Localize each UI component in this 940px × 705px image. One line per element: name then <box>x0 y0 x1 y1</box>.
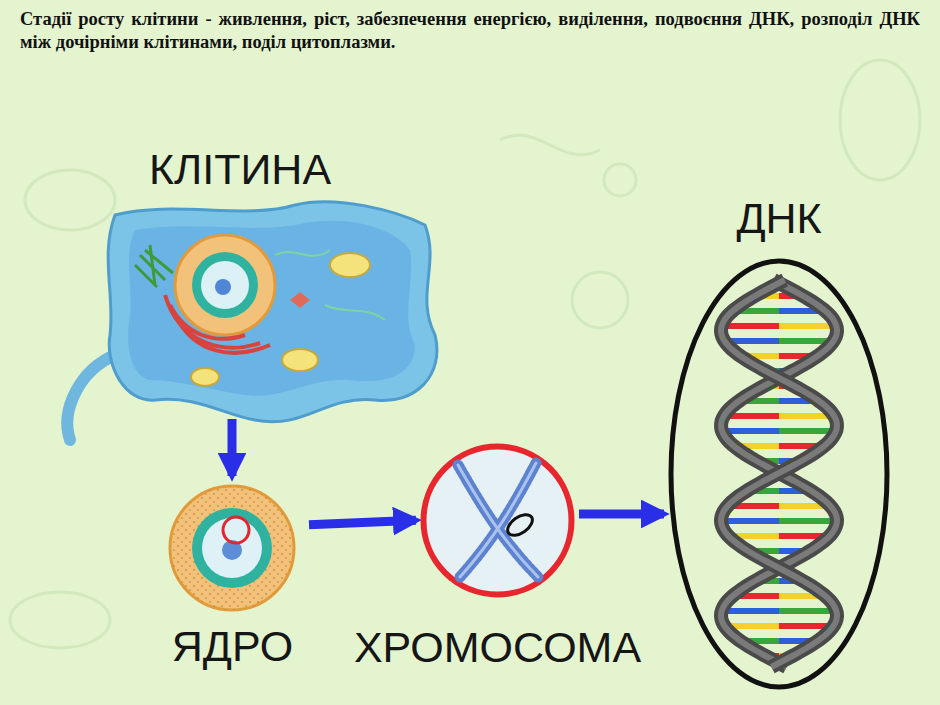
flow-arrow <box>309 520 416 525</box>
node-heading: КЛІТИНА <box>149 148 331 191</box>
node-heading: ДНК <box>736 197 821 240</box>
chromosome-illustration <box>420 443 575 598</box>
dna-node: ДНК <box>668 258 890 690</box>
node-heading: ХРОМОСОМА <box>354 626 641 669</box>
dna-illustration <box>668 258 890 690</box>
page-title: Стадії росту клітини - живлення, ріст, з… <box>20 8 920 53</box>
chromosome-node: ХРОМОСОМА <box>420 443 575 598</box>
nucleus-illustration <box>160 480 305 615</box>
node-heading: ЯДРО <box>172 625 293 668</box>
nucleus-node: ЯДРО <box>160 480 305 615</box>
cell-illustration <box>95 195 445 440</box>
flow-arrow <box>579 510 664 519</box>
flow-arrow <box>228 419 237 476</box>
cell-node: КЛІТИНА <box>95 195 445 415</box>
